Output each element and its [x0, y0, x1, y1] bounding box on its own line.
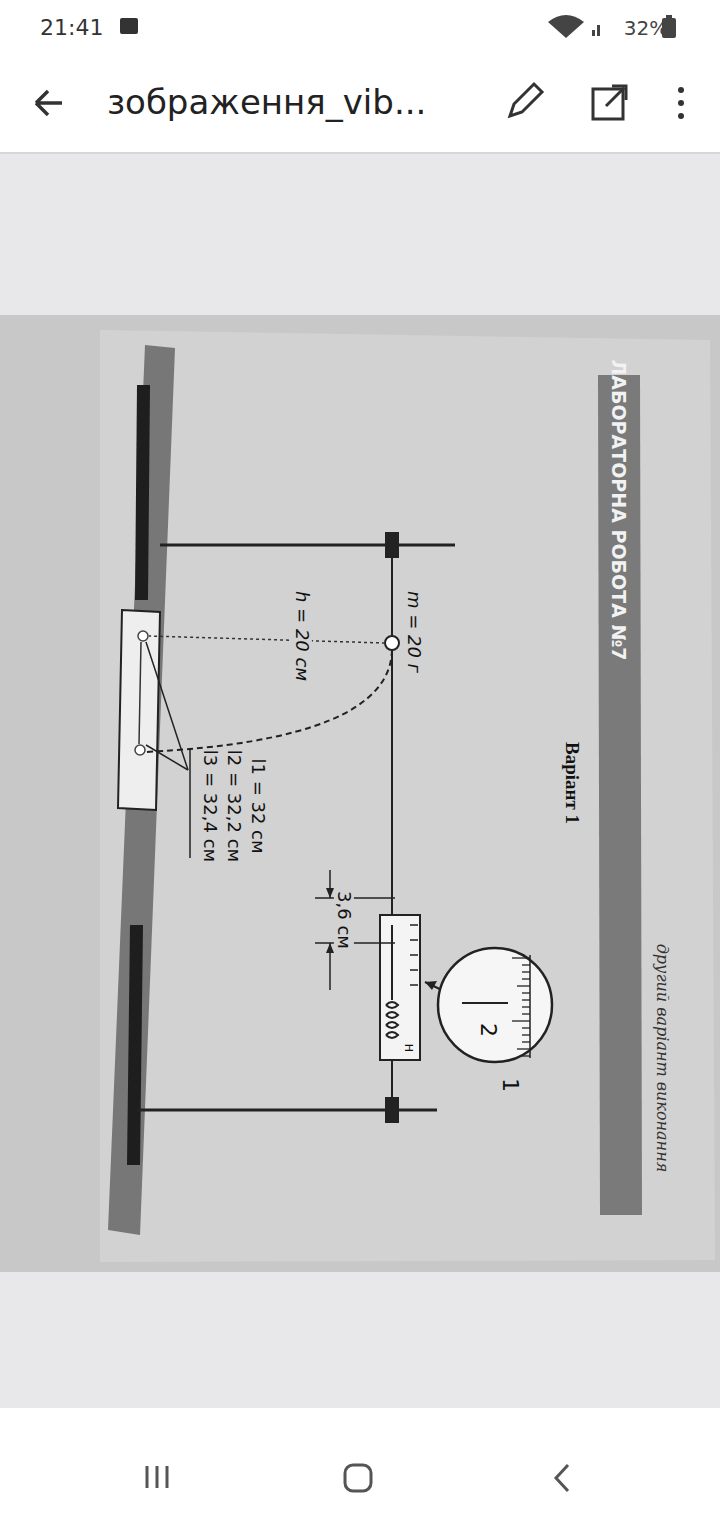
variant-heading: Варіант 1	[562, 742, 583, 824]
lab-heading: ЛАБОРАТОРНА РОБОТА №7	[609, 359, 630, 660]
scale-number: 2	[476, 1023, 500, 1037]
battery-level: 32%	[624, 17, 668, 39]
height-label: h = 20 см	[292, 591, 312, 681]
dimension-label: 3,6 см	[334, 891, 354, 949]
file-title: зображення_vib...	[107, 84, 426, 121]
distance-label: l3 = 32,4 см	[200, 750, 220, 862]
distance-label: l1 = 32 см	[248, 758, 268, 853]
distance-label: l2 = 32,2 см	[224, 750, 244, 862]
mass-label: m = 20 г	[404, 591, 424, 673]
subtitle-note: другий варіант виконання	[653, 944, 671, 1173]
scale-number: 1	[498, 1078, 522, 1092]
status-time: 21:41	[40, 16, 103, 40]
unit-mark: Н	[402, 1044, 414, 1052]
